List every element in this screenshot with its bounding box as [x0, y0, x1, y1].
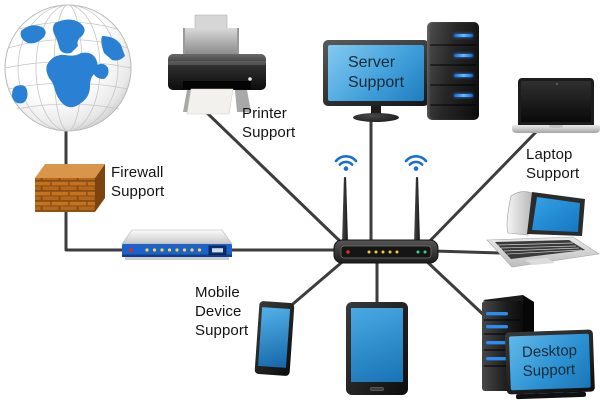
firewall-label: Firewall Support	[111, 164, 165, 201]
network-switch-icon	[119, 228, 235, 264]
wire-laptopopen-router	[432, 249, 502, 255]
smartphone-screen	[258, 307, 291, 368]
desktop-monitor-frame: Desktop Support	[504, 329, 595, 395]
laptop-camera	[556, 83, 558, 85]
server-led	[454, 34, 473, 37]
monitor-stand	[371, 106, 381, 116]
wifi-signal-icon	[403, 152, 429, 173]
tablet-icon	[346, 302, 408, 395]
desktop-screen-label: Desktop Support	[521, 342, 578, 380]
server-screen-label: Server Support	[347, 54, 405, 91]
server-monitor-icon: Server Support	[322, 39, 430, 125]
wireless-router-icon	[332, 150, 442, 266]
tablet-screen	[351, 308, 403, 382]
mobile-device-label: Mobile Device Support	[195, 284, 249, 340]
desktop-monitor-screen: Desktop Support	[508, 333, 591, 391]
firewall-brick-icon	[33, 161, 107, 213]
router-antenna	[342, 177, 348, 243]
laptop-open-icon	[481, 186, 600, 270]
server-led	[454, 74, 473, 77]
server-monitor-screen: Server Support	[328, 45, 424, 101]
wire-firewall-switch	[64, 208, 132, 252]
desktop-monitor-base	[515, 391, 587, 400]
wire-phone-router	[285, 255, 350, 311]
laptop-notch	[549, 125, 563, 128]
server-led	[454, 94, 473, 97]
internet-globe-icon	[3, 3, 133, 133]
server-monitor-frame: Server Support	[323, 40, 429, 106]
router-antenna	[414, 177, 420, 243]
laptop-closed-icon	[512, 78, 600, 134]
wifi-signal-icon	[333, 152, 359, 173]
server-tower-icon	[427, 22, 479, 120]
monitor-base	[353, 113, 399, 122]
laptop-screen	[518, 78, 594, 125]
wire-printer-router	[202, 108, 348, 249]
laptop-label: Laptop Support	[526, 146, 580, 183]
smartphone-icon	[254, 300, 295, 377]
wire-laptop-router	[422, 130, 538, 249]
laptop-base	[512, 125, 600, 133]
tablet-home-button	[370, 387, 384, 391]
wire-desktop-router	[420, 255, 490, 321]
printer-icon	[167, 13, 267, 115]
printer-label: Printer Support	[242, 105, 296, 142]
desktop-monitor-icon: Desktop Support	[504, 329, 595, 402]
server-led	[454, 54, 473, 57]
